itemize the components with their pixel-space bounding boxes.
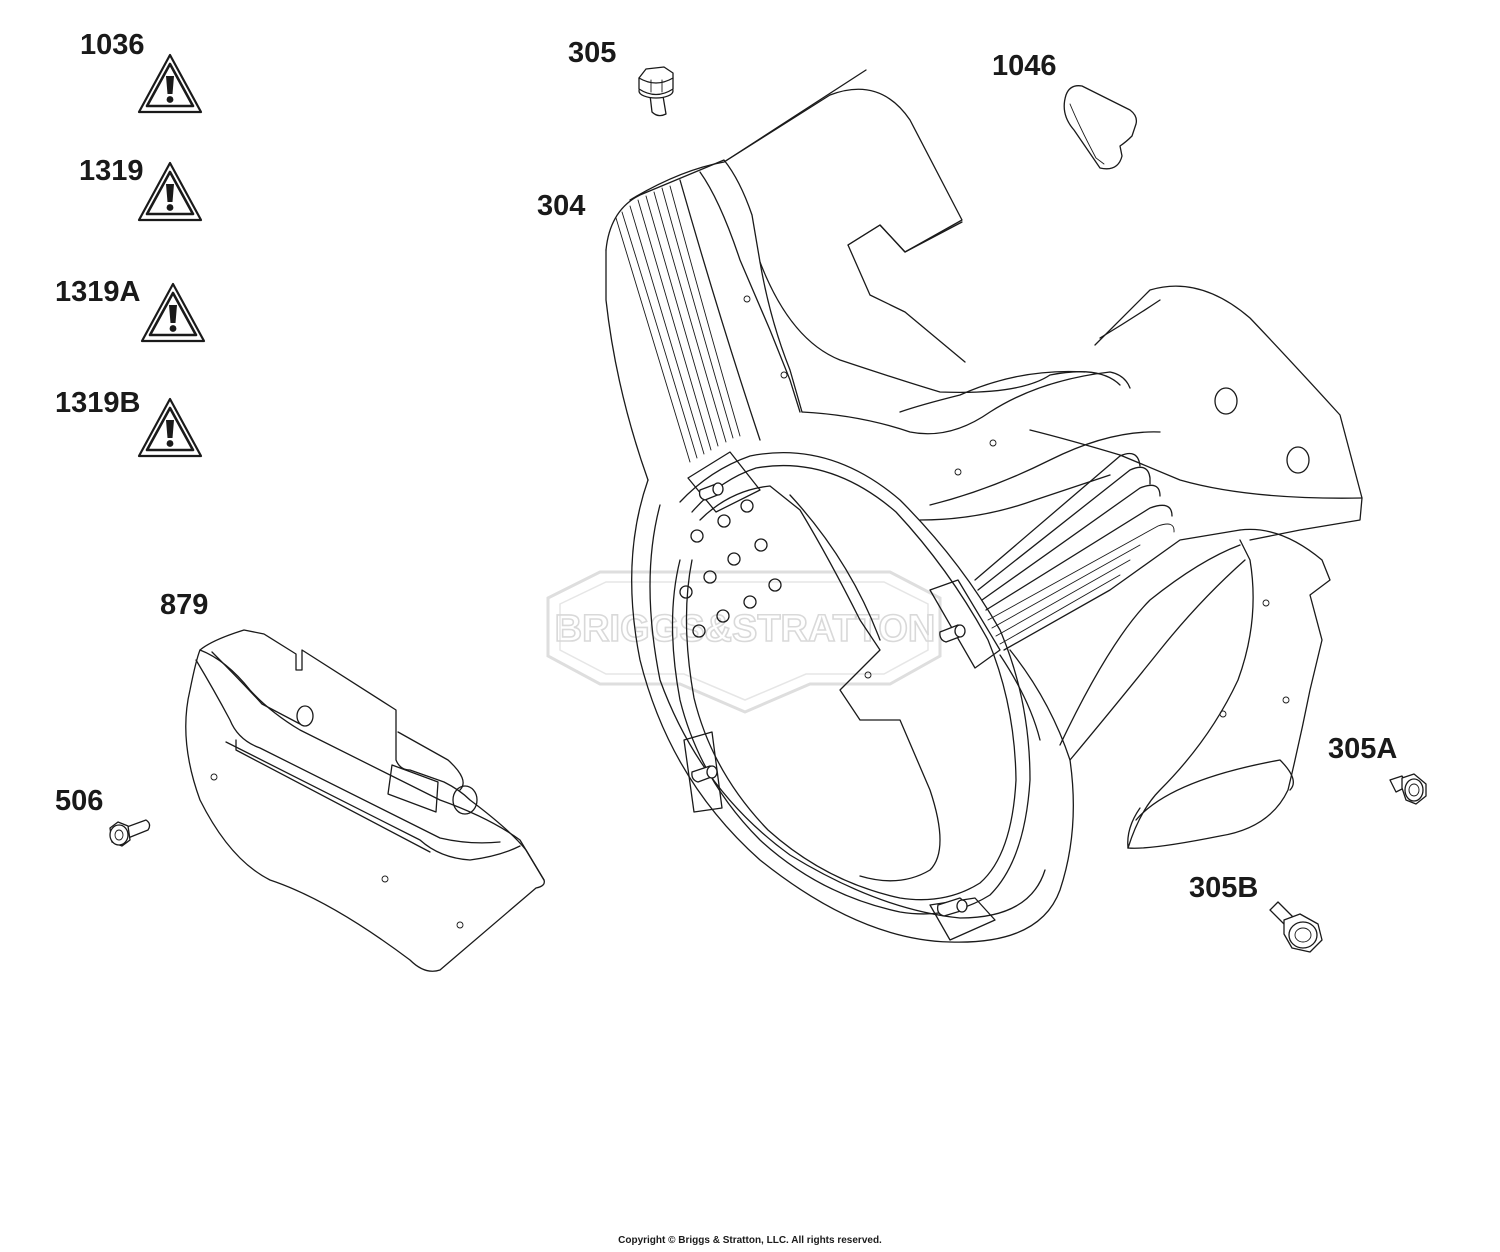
part-label-305b: 305B <box>1189 872 1258 904</box>
part-label-305a: 305A <box>1328 733 1397 765</box>
warning-triangle-icon <box>137 397 203 458</box>
warning-decal-1036[interactable]: 1036 <box>80 29 203 114</box>
warning-triangle-icon <box>137 161 203 222</box>
part-506-screw[interactable]: 506 <box>55 785 151 847</box>
warning-triangle-icon <box>140 282 206 343</box>
warning-decal-1319b[interactable]: 1319B <box>55 387 203 458</box>
part-label-1046: 1046 <box>992 50 1057 82</box>
brand-watermark: BRIGGS&STRATTON <box>546 570 942 714</box>
part-305-screw[interactable]: 305 <box>568 37 674 117</box>
part-1046-pad[interactable]: 1046 <box>992 50 1138 170</box>
part-label-1319: 1319 <box>79 155 144 187</box>
part-label-506: 506 <box>55 785 103 817</box>
hex-bolt-icon <box>1269 901 1323 953</box>
warning-triangle-icon <box>137 53 203 114</box>
hex-bolt-icon <box>638 66 674 117</box>
part-label-305: 305 <box>568 37 616 69</box>
pad-shape <box>1063 85 1138 170</box>
part-label-304: 304 <box>537 190 585 222</box>
hex-bolt-icon <box>1389 773 1427 805</box>
warning-decal-1319[interactable]: 1319 <box>79 155 203 222</box>
part-label-879: 879 <box>160 589 208 621</box>
part-304-blower-housing[interactable]: 304 <box>537 69 1363 943</box>
copyright-notice: Copyright © Briggs & Stratton, LLC. All … <box>618 1235 882 1246</box>
watermark-text: BRIGGS&STRATTON <box>555 608 936 650</box>
hex-bolt-icon <box>109 819 151 847</box>
part-label-1036: 1036 <box>80 29 145 61</box>
part-label-1319a: 1319A <box>55 276 141 308</box>
part-label-1319b: 1319B <box>55 387 140 419</box>
part-879-shield[interactable]: 879 <box>160 589 545 972</box>
warning-decal-1319a[interactable]: 1319A <box>55 276 206 343</box>
part-305b-screw[interactable]: 305B <box>1189 872 1323 953</box>
part-305a-screw[interactable]: 305A <box>1328 733 1427 805</box>
